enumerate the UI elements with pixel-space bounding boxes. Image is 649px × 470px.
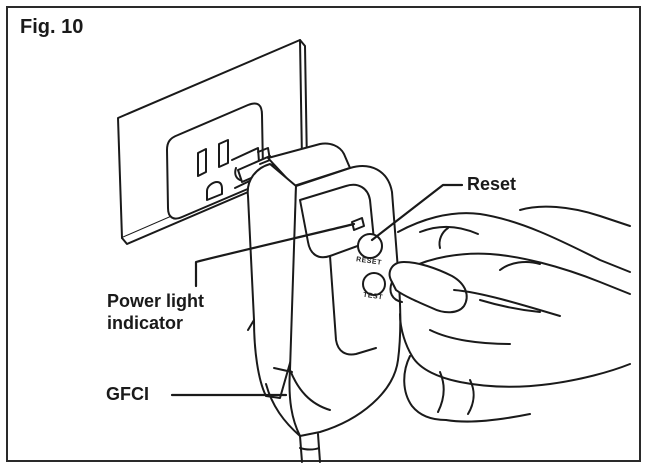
power-light-label-line2: indicator	[107, 313, 184, 333]
reset-button	[357, 233, 383, 259]
power-light	[351, 217, 365, 231]
power-light-leader	[194, 222, 356, 288]
gfci-back-housing	[246, 142, 351, 399]
figure-frame	[6, 6, 641, 462]
hand	[388, 205, 631, 423]
leader-lines	[170, 183, 464, 397]
figure-title: Fig. 10	[20, 16, 84, 38]
power-cord	[299, 433, 321, 463]
power-light-indicator-label: Power light indicator	[107, 290, 247, 334]
gfci-label: GFCI	[106, 384, 149, 404]
reset-label: Reset	[467, 174, 517, 194]
test-button	[362, 272, 386, 296]
power-light-label-line1: Power light	[107, 291, 205, 311]
reset-leader	[370, 183, 464, 242]
